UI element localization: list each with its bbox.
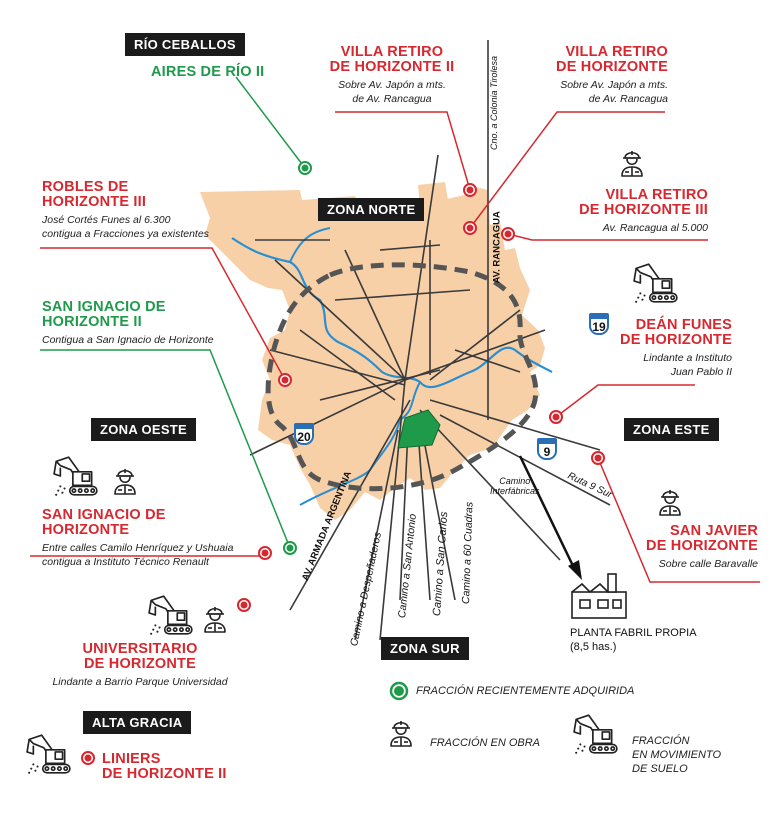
road-interfabricas: Camino Interfábricas	[490, 476, 540, 497]
streets	[249, 40, 611, 641]
highway-9-shield: 9	[537, 438, 557, 460]
road-rancagua: AV. RANCAGUA	[491, 211, 503, 284]
zone-este: ZONA ESTE	[624, 418, 719, 441]
zone-alta-gracia: ALTA GRACIA	[83, 711, 192, 734]
urban-area-north	[418, 182, 470, 230]
leader-lines	[30, 76, 760, 583]
legend-construction: FRACCIÓN EN OBRA	[430, 737, 541, 749]
site-liniers-ii: LINIERS DE HORIZONTE II	[102, 751, 227, 783]
site-aires-rio-title: AIRES DE RÍO II	[151, 64, 265, 80]
plant-label: PLANTA FABRIL PROPIA (8,5 has.)	[570, 627, 697, 653]
worker-icon	[390, 720, 412, 747]
factory-arrowhead	[568, 560, 582, 580]
excavator-icon	[148, 595, 193, 636]
highway-19-shield: 19	[589, 313, 609, 335]
factory-arrow	[518, 455, 576, 569]
worker-icon	[114, 468, 136, 495]
zone-rio-ceballos: RÍO CEBALLOS	[125, 33, 245, 56]
excavator-icon	[26, 734, 71, 775]
zone-norte: ZONA NORTE	[318, 198, 425, 221]
worker-icon	[621, 150, 643, 177]
ring-road	[265, 262, 539, 492]
legend-earthworks: FRACCIÓN EN MOVIMIENTO DE SUELO	[632, 735, 722, 775]
worker-icon	[659, 489, 681, 516]
legend-acquired: FRACCIÓN RECIENTEMENTE ADQUIRIDA	[416, 685, 635, 697]
zone-sur: ZONA SUR	[381, 637, 469, 660]
river-branch-2	[289, 227, 331, 263]
worker-icon	[204, 606, 226, 633]
highway-20-shield: 20	[294, 423, 314, 445]
river	[231, 237, 553, 389]
excavator-icon	[573, 714, 618, 755]
factory-icon	[571, 573, 627, 619]
site-markers	[81, 161, 605, 765]
road-colonia-tirolesa: Cno. a Colonia Tirolesa	[489, 56, 499, 150]
acquired-parcel-center	[397, 409, 441, 449]
excavator-icon	[633, 263, 678, 304]
excavator-icon	[53, 456, 98, 497]
zone-oeste: ZONA OESTE	[91, 418, 197, 441]
